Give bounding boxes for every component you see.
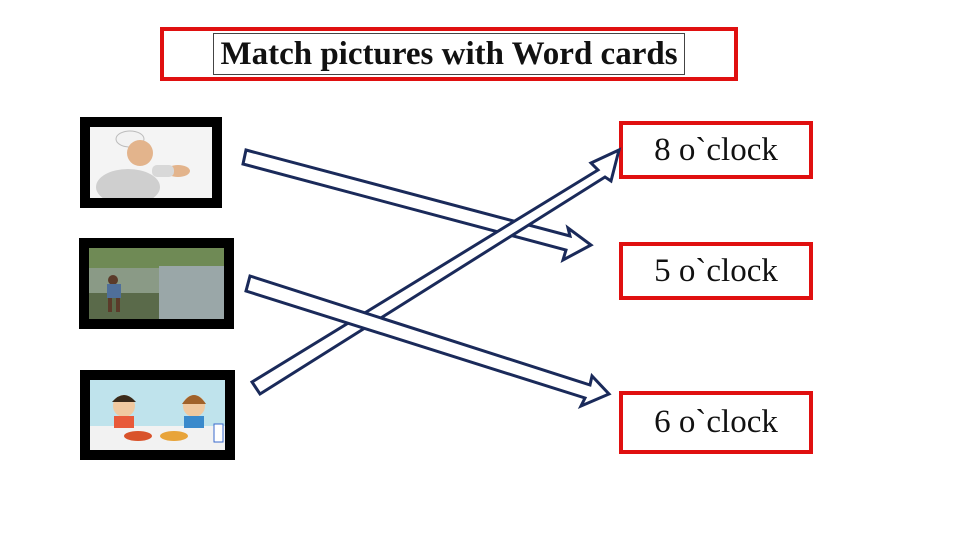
boy-praying-icon <box>90 127 212 198</box>
page-title: Match pictures with Word cards <box>213 33 685 75</box>
arrow-picture1-to-5oclock <box>241 148 594 264</box>
picture-frame-1[interactable] <box>80 117 222 208</box>
kids-eating-breakfast-icon <box>90 380 225 450</box>
farmer-rice-field-icon <box>89 248 224 319</box>
picture-frame-3[interactable] <box>80 370 235 460</box>
picture-frame-2[interactable] <box>79 238 234 329</box>
title-box: Match pictures with Word cards <box>160 27 738 81</box>
arrow-picture3-to-8oclock <box>249 147 622 397</box>
word-card-8-oclock[interactable]: 8 o`clock <box>619 121 813 179</box>
word-card-5-oclock[interactable]: 5 o`clock <box>619 242 813 300</box>
arrow-picture2-to-6oclock <box>244 274 612 409</box>
word-card-6-oclock[interactable]: 6 o`clock <box>619 391 813 454</box>
